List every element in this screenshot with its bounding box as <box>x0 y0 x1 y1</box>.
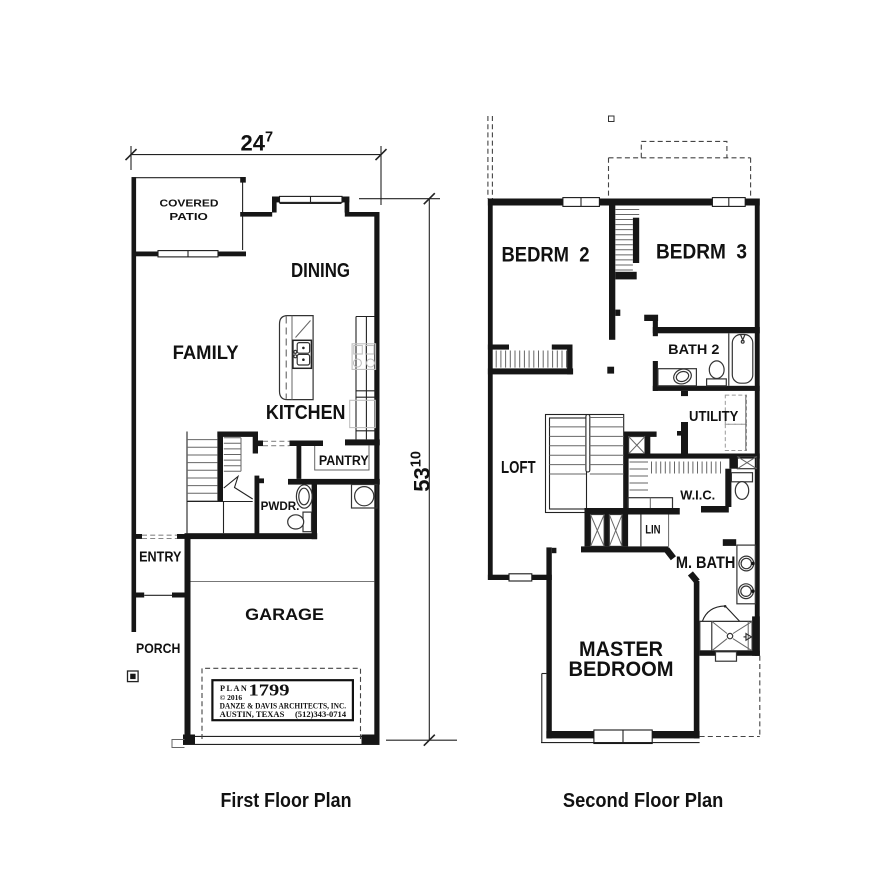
svg-text:LIN: LIN <box>645 523 660 537</box>
svg-text:DINING: DINING <box>291 260 350 282</box>
svg-text:© 2016: © 2016 <box>220 693 243 702</box>
svg-text:PANTRY: PANTRY <box>319 453 369 468</box>
svg-text:AUSTIN, TEXAS (512)343-071: AUSTIN, TEXAS (512)343-0714 <box>220 710 347 719</box>
svg-text:First Floor Plan: First Floor Plan <box>221 790 352 812</box>
svg-text:UTILITY: UTILITY <box>689 408 738 425</box>
svg-text:BATH 2: BATH 2 <box>668 342 719 357</box>
svg-text:PATIO: PATIO <box>169 212 208 223</box>
svg-text:BEDRM 2: BEDRM 2 <box>502 242 590 266</box>
svg-text:W.I.C.: W.I.C. <box>680 487 715 502</box>
svg-text:COVERED: COVERED <box>160 199 219 210</box>
svg-text:Second Floor Plan: Second Floor Plan <box>563 790 723 812</box>
svg-text:KITCHEN: KITCHEN <box>266 402 346 424</box>
svg-text:GARAGE: GARAGE <box>245 605 324 624</box>
svg-text:5310: 5310 <box>409 451 435 492</box>
svg-text:BEDROOM: BEDROOM <box>569 657 674 681</box>
svg-text:FAMILY: FAMILY <box>173 343 239 364</box>
svg-text:PORCH: PORCH <box>136 640 180 656</box>
svg-text:ENTRY: ENTRY <box>139 548 181 565</box>
svg-text:PLAN: PLAN <box>220 684 248 693</box>
svg-text:MASTER: MASTER <box>579 637 663 661</box>
svg-text:PWDR.: PWDR. <box>261 501 300 513</box>
svg-text:M. BATH: M. BATH <box>676 553 736 572</box>
svg-text:1799: 1799 <box>249 681 290 700</box>
svg-text:DANZE & DAVIS ARCHITECTS, INC.: DANZE & DAVIS ARCHITECTS, INC. <box>220 702 347 711</box>
svg-text:BEDRM 3: BEDRM 3 <box>656 239 747 263</box>
svg-text:LOFT: LOFT <box>501 457 536 477</box>
